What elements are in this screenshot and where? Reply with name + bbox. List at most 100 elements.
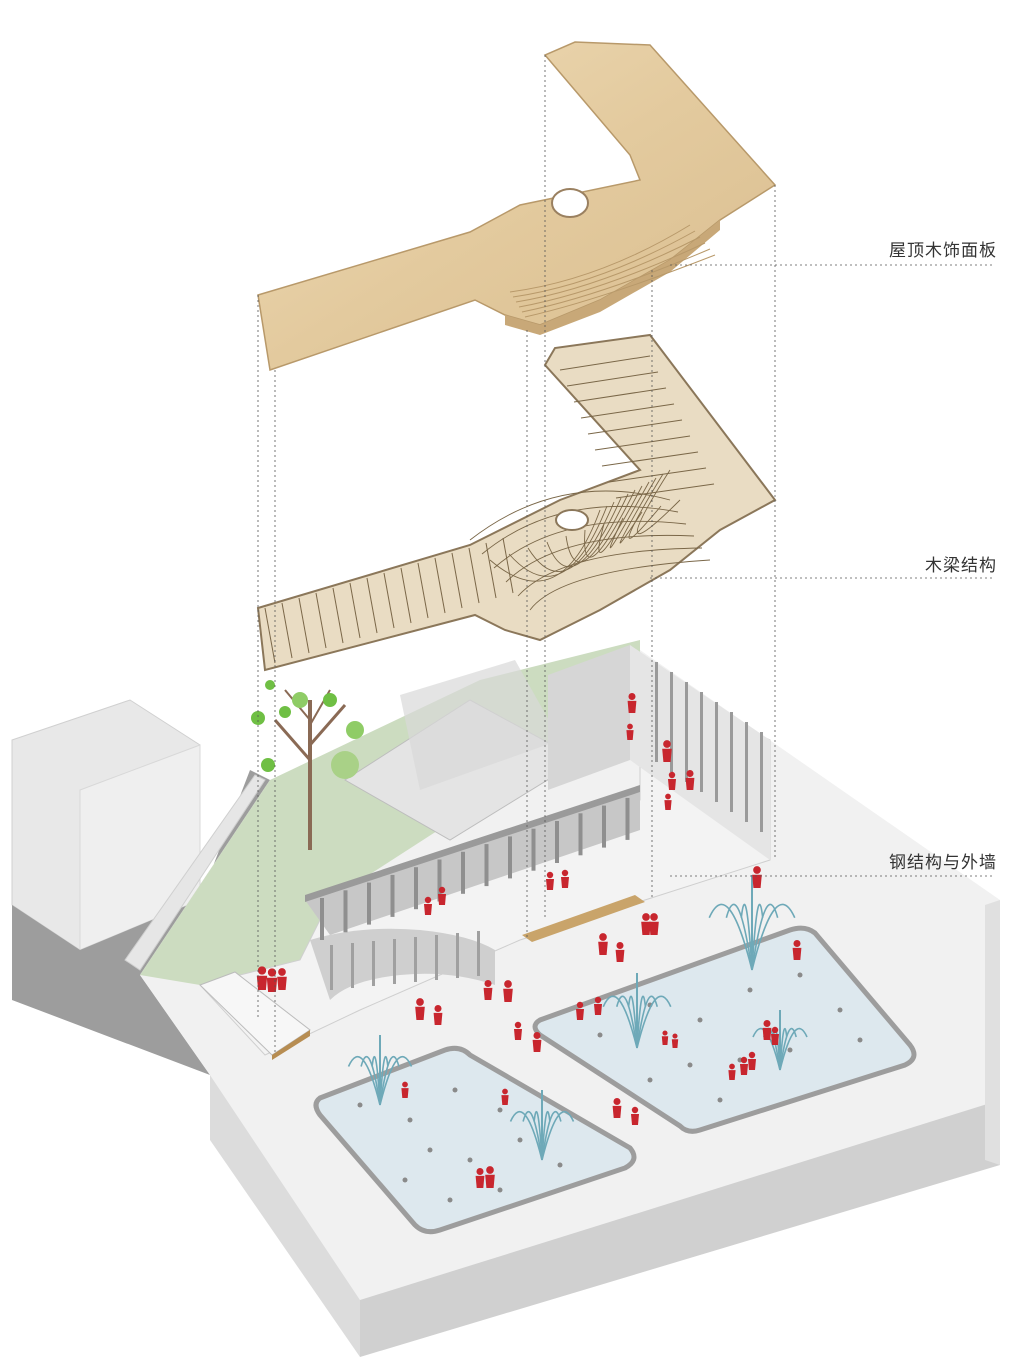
steel-column xyxy=(555,821,559,863)
long-wall-top xyxy=(305,785,640,902)
fountain-nozzle xyxy=(517,1137,523,1143)
fountain-nozzle xyxy=(857,1037,863,1043)
person-figure-icon xyxy=(415,998,425,1020)
label-steel-structure-wall: 钢结构与外墙 xyxy=(889,853,997,873)
fountain-nozzle xyxy=(697,1017,703,1023)
beam-ribs xyxy=(264,355,715,664)
fountain-nozzle xyxy=(557,1162,563,1168)
fountain-icon xyxy=(509,1090,575,1161)
roof-skylight xyxy=(551,188,589,218)
fountain-icon xyxy=(602,973,672,1049)
road xyxy=(12,770,270,1075)
fountain-icon xyxy=(708,875,796,971)
person-figure-icon xyxy=(598,933,608,955)
guide-lines xyxy=(257,55,995,1055)
steel-column xyxy=(343,890,348,933)
fountain-nozzle xyxy=(402,1177,408,1183)
person-figure-icon xyxy=(256,966,268,990)
person-figure-icon xyxy=(514,1021,522,1040)
roof-panel-edge xyxy=(505,220,720,335)
entry-deck-edge xyxy=(272,1030,310,1060)
steel-column xyxy=(461,851,465,894)
person-figure-icon xyxy=(685,769,695,790)
person-figure-icon xyxy=(615,941,625,962)
pavilion-steel-wall xyxy=(199,645,771,1060)
pool-right xyxy=(532,925,917,1134)
person-figure-icon xyxy=(748,1051,756,1070)
roof-wood-panel xyxy=(257,41,777,371)
person-figure-icon xyxy=(671,1033,679,1048)
person-figure-icon xyxy=(501,1088,509,1105)
person-figure-icon xyxy=(626,723,634,740)
steel-column xyxy=(685,682,688,782)
steel-column xyxy=(414,937,417,982)
fountain-nozzle xyxy=(427,1147,433,1153)
person-figure-icon xyxy=(661,1030,669,1045)
person-figure-icon xyxy=(561,869,569,888)
person-figure-icon xyxy=(277,968,287,990)
person-figure-icon xyxy=(612,1097,622,1118)
fountain-nozzle xyxy=(787,1047,793,1053)
steel-column xyxy=(484,844,489,887)
person-figure-icon xyxy=(668,771,676,790)
steel-column xyxy=(390,874,395,917)
roof-skylight-beam xyxy=(555,509,589,531)
person-figure-icon xyxy=(631,1106,639,1125)
person-figure-icon xyxy=(438,886,446,905)
steel-column xyxy=(730,712,733,812)
steel-column xyxy=(435,935,438,980)
tree-icon xyxy=(251,680,364,850)
steel-column xyxy=(655,662,658,762)
fountains xyxy=(347,875,808,1161)
person-figure-icon xyxy=(792,939,802,960)
person-figure-icon xyxy=(762,1019,772,1040)
court-opening xyxy=(400,660,560,790)
steel-column xyxy=(477,931,480,976)
fountain-nozzle xyxy=(687,1062,693,1068)
base-side-front xyxy=(360,1100,1000,1357)
label-wood-beam-structure: 木梁结构 xyxy=(925,556,997,576)
fountain-nozzle xyxy=(497,1187,503,1193)
person-figure-icon xyxy=(483,979,493,1000)
steel-column xyxy=(578,813,583,856)
beam-layer-frame xyxy=(256,333,777,672)
steel-column xyxy=(330,945,333,990)
person-figure-icon xyxy=(664,793,672,810)
wood-beam-structure xyxy=(256,333,777,672)
wood-bench xyxy=(522,895,645,942)
pool-left xyxy=(313,1045,637,1235)
person-figure-icon xyxy=(728,1063,736,1080)
steel-column xyxy=(372,941,375,986)
fountain-nozzle xyxy=(407,1117,413,1123)
person-figure-icon xyxy=(401,1081,409,1098)
person-figure-icon xyxy=(485,1166,495,1188)
person-figure-icon xyxy=(503,980,513,1002)
fountain-nozzle xyxy=(717,1097,723,1103)
fountain-nozzle xyxy=(837,1007,843,1013)
steel-column xyxy=(602,805,606,848)
steel-column xyxy=(625,797,630,840)
fountain-nozzle xyxy=(597,1032,603,1038)
person-figure-icon xyxy=(641,913,651,935)
fountain-nozzle xyxy=(797,972,803,978)
person-figure-icon xyxy=(771,1026,779,1045)
person-figure-icon xyxy=(594,996,602,1015)
person-figure-icon xyxy=(266,968,278,992)
steel-column xyxy=(715,702,718,802)
roof-steps xyxy=(509,224,716,318)
pools xyxy=(313,925,917,1235)
steel-column xyxy=(700,692,703,792)
person-figure-icon xyxy=(576,1001,584,1020)
base-side-left xyxy=(210,1075,360,1357)
steel-column xyxy=(760,732,763,832)
steel-column xyxy=(414,867,418,910)
steel-column xyxy=(745,722,748,822)
steel-columns xyxy=(320,662,763,990)
fountain-nozzle xyxy=(452,1087,458,1093)
steel-column xyxy=(670,672,673,772)
steel-column xyxy=(531,828,536,871)
front-curved-wall xyxy=(310,928,495,1000)
person-figure-icon xyxy=(740,1056,748,1075)
people-group xyxy=(256,692,802,1188)
